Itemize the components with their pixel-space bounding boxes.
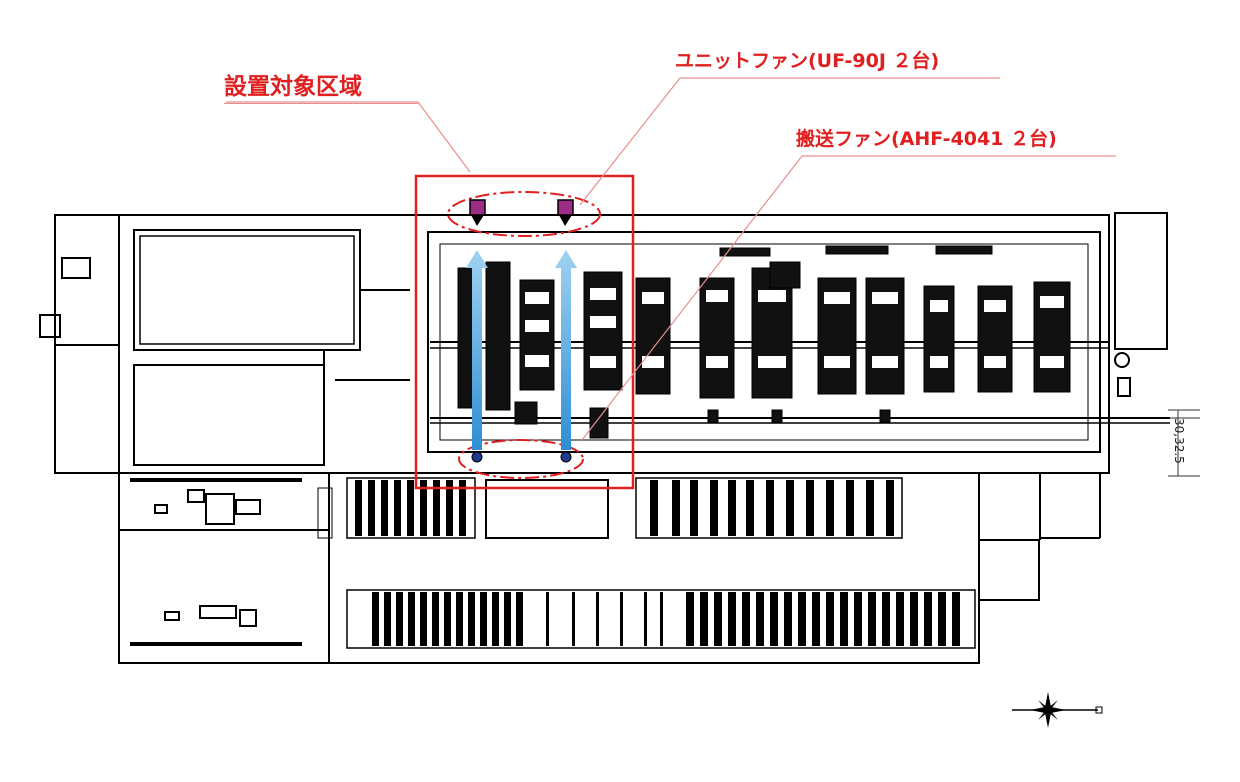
leader-lines [226, 77, 1116, 441]
transport-fan-group-outline [458, 439, 584, 479]
transport-fan-icon [560, 451, 572, 463]
storage-racks [130, 477, 976, 649]
unit-fan-label: ユニットファン(UF-90J ２台) [675, 50, 940, 72]
production-machines [457, 245, 1071, 439]
airflow-arrow-left [466, 250, 488, 450]
installation-area-box [414, 174, 635, 490]
dimension-marker [1168, 409, 1200, 477]
dimension-label: 30,32.5 [1172, 418, 1186, 464]
installation-area-label: 設置対象区域 [224, 74, 362, 100]
transport-fans [471, 451, 572, 463]
installation-area-underline [224, 103, 418, 104]
airflow-arrow-right [555, 250, 577, 450]
unit-fan-icon [557, 199, 574, 226]
airflow-arrows [466, 250, 577, 450]
transport-fan-icon [471, 451, 483, 463]
unit-fan-icon [469, 199, 486, 226]
machine-details [525, 288, 1064, 368]
lower-left-equipment [154, 489, 261, 627]
unit-fan-group-outline [447, 191, 601, 237]
compass-icon [1012, 692, 1103, 728]
fan-group-outlines [447, 191, 601, 479]
unit-fans [469, 199, 574, 226]
transport-fan-label: 搬送ファン(AHF-4041 ２台) [796, 128, 1057, 150]
